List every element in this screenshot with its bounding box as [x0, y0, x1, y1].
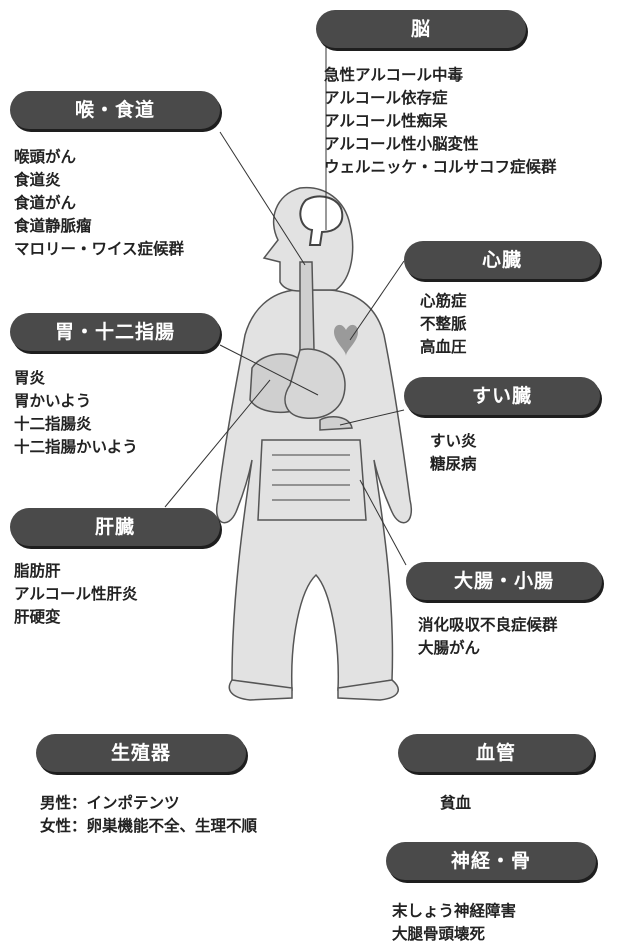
pancreas-condition: すい炎 [430, 432, 477, 450]
small-intestine-coils [272, 454, 350, 501]
nerve-condition: 大腿骨頭壊死 [392, 925, 486, 943]
brain-condition: ウェルニッケ・コルサコフ症候群 [324, 158, 557, 176]
liver-label: 肝臓 [10, 508, 220, 546]
brain-condition: 急性アルコール中毒 [324, 66, 464, 84]
brain-label: 脳 [316, 10, 526, 48]
nerve-label: 神経・骨 [386, 842, 596, 880]
reproductive-condition: 女性：卵巣機能不全、生理不順 [40, 817, 258, 835]
leader-line-liver [164, 379, 271, 508]
stomach-condition: 十二指腸かいよう [14, 438, 138, 456]
throat-label: 喉・食道 [10, 91, 220, 129]
heart-conditions: 心筋症 不整脈 高血圧 [420, 290, 467, 359]
heart-condition: 高血圧 [420, 338, 467, 356]
stomach-condition: 十二指腸炎 [14, 415, 92, 433]
liver-condition: 脂肪肝 [14, 562, 61, 580]
nerve-condition: 末しょう神経障害 [392, 902, 517, 920]
brain-conditions: 急性アルコール中毒 アルコール依存症 アルコール性痴呆 アルコール性小脳変性 ウ… [324, 64, 557, 179]
nerve-conditions: 末しょう神経障害 大腿骨頭壊死 [392, 900, 516, 946]
heart-label: 心臓 [404, 241, 600, 279]
leader-line-pancreas [339, 409, 405, 426]
leader-line-intestine [359, 479, 407, 566]
liver-condition: 肝硬変 [14, 608, 61, 626]
leader-line-stomach [219, 344, 319, 396]
stomach-conditions: 胃炎 胃かいよう 十二指腸炎 十二指腸かいよう [14, 367, 138, 459]
stomach-shape [284, 348, 346, 419]
heart-condition: 心筋症 [420, 292, 467, 310]
intestine-conditions: 消化吸収不良症候群 大腸がん [418, 614, 558, 660]
brain-condition: アルコール依存症 [324, 89, 448, 107]
intestine-condition: 大腸がん [418, 639, 481, 657]
brain-shape [299, 195, 344, 246]
reproductive-conditions: 男性：インポテンツ 女性：卵巣機能不全、生理不順 [40, 792, 257, 838]
reproductive-condition: 男性：インポテンツ [40, 794, 180, 812]
brain-condition: アルコール性痴呆 [324, 112, 448, 130]
vessel-label: 血管 [398, 734, 594, 772]
throat-condition: 食道がん [14, 194, 77, 212]
throat-condition: 食道静脈瘤 [14, 217, 92, 235]
stomach-label: 胃・十二指腸 [10, 313, 220, 351]
intestine-label: 大腸・小腸 [406, 562, 602, 600]
vessel-conditions: 貧血 [440, 792, 471, 815]
esophagus [299, 261, 315, 351]
intestines-shape [257, 439, 367, 521]
left-foot [228, 679, 293, 701]
pancreas-shape [319, 415, 353, 431]
leader-line-throat [219, 131, 306, 266]
intestine-condition: 消化吸収不良症候群 [418, 616, 558, 634]
throat-condition: 食道炎 [14, 171, 61, 189]
pancreas-condition: 糖尿病 [430, 455, 477, 473]
brain-condition: アルコール性小脳変性 [324, 135, 479, 153]
liver-condition: アルコール性肝炎 [14, 585, 138, 603]
liver-conditions: 脂肪肝 アルコール性肝炎 肝硬変 [14, 560, 138, 629]
stomach-condition: 胃かいよう [14, 392, 92, 410]
heart-shape [334, 324, 358, 356]
throat-condition: マロリー・ワイス症候群 [14, 240, 185, 258]
throat-condition: 喉頭がん [14, 148, 77, 166]
throat-conditions: 喉頭がん 食道炎 食道がん 食道静脈瘤 マロリー・ワイス症候群 [14, 146, 184, 261]
pancreas-conditions: すい炎 糖尿病 [430, 430, 477, 476]
reproductive-label: 生殖器 [36, 734, 246, 772]
right-foot [337, 679, 399, 701]
heart-condition: 不整脈 [420, 315, 467, 333]
stomach-condition: 胃炎 [14, 369, 46, 387]
leader-line-heart [349, 260, 405, 341]
pancreas-label: すい臓 [404, 377, 600, 415]
vessel-condition: 貧血 [440, 794, 472, 812]
